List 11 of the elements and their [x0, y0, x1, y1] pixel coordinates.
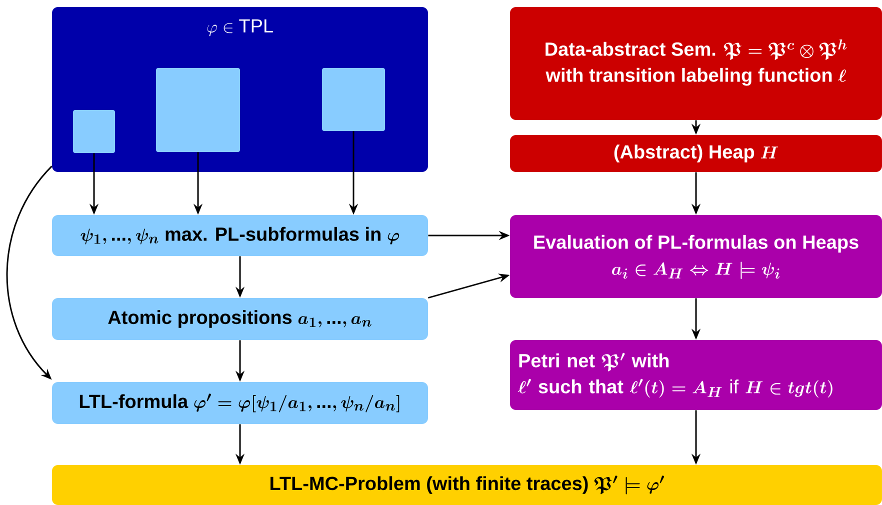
process-box: $\begin{array}{l}\textbf{Petri net }\mathfrak{P}'\textbf{ with}\\ \ell'\textbf{ such that }\ell'(t)=A_H\textmd{ if }H\in tgt(t)\end{array}$ — [510, 340, 882, 410]
process-box: $\psi_1,\textbf{...},\psi_n\textbf{ max. PL-subformulas in }\varphi$ — [52, 215, 428, 256]
subformula-square — [73, 110, 115, 153]
process-box: $\textbf{Atomic propositions }a_1,\textbf{...},a_n$ — [52, 298, 428, 340]
process-box: $\begin{array}{c}\textbf{Evaluation of PL-formulas on Heaps}\\ a_i\in A_H\Leftrightarrow H\models\psi_i\end{array}$ — [510, 215, 882, 298]
subformula-square — [322, 68, 385, 131]
process-box: $\textbf{(Abstract) Heap }H$ — [510, 135, 882, 172]
process-box: $\begin{array}{c}\textbf{Data-abstract Sem. }\mathfrak{P}=\mathfrak{P}^c\otimes\mathfrak{P}^h\\ \textbf{with transition labeling function }\ell\end{array}$ — [510, 7, 882, 120]
result-box: $\textbf{LTL-MC-Problem (with finite traces) }\mathfrak{P}'\models\varphi'$ — [52, 465, 882, 505]
process-box: $\textbf{LTL-formula }\varphi'=\varphi[\psi_1/a_1,\textbf{...},\psi_n/a_n]$ — [52, 382, 428, 424]
subformula-square — [156, 68, 240, 152]
